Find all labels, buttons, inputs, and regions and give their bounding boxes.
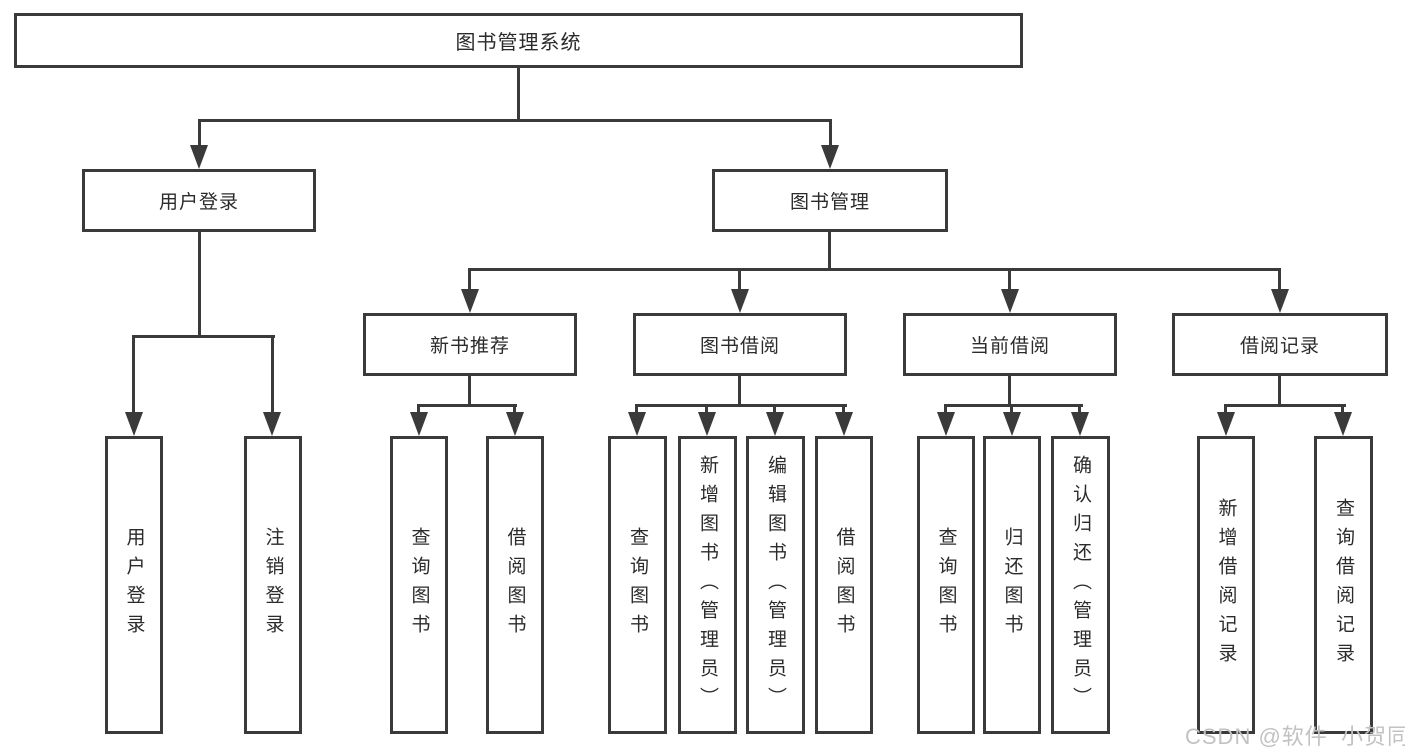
node-current-borrow: 当前借阅	[903, 313, 1117, 376]
node-library-system: 图书管理系统	[14, 13, 1023, 68]
leaf-borrow-books: 借阅图书	[815, 436, 873, 734]
connector-line	[1010, 404, 1013, 416]
connector-line	[1341, 404, 1344, 416]
connector-line	[1278, 268, 1281, 294]
connector-line	[198, 232, 201, 335]
connector-line	[944, 404, 1083, 407]
connector-line	[468, 268, 471, 294]
node-user-login: 用户登录	[82, 169, 316, 232]
leaf-confirm-return-admin: 确认归还（管理员）	[1051, 436, 1110, 734]
connector-line	[198, 119, 201, 147]
arrow-down-icon	[1334, 412, 1352, 436]
connector-line	[738, 376, 741, 404]
connector-line	[271, 335, 274, 415]
connector-line	[842, 404, 845, 416]
connector-line	[1278, 376, 1281, 404]
arrow-down-icon	[190, 145, 208, 169]
connector-line	[132, 335, 135, 415]
connector-line	[1224, 404, 1346, 407]
arrow-down-icon	[937, 412, 955, 436]
leaf-query-books-recommend: 查询图书	[390, 436, 448, 734]
leaf-query-books-current: 查询图书	[917, 436, 975, 734]
connector-line	[705, 404, 708, 416]
connector-line	[738, 268, 741, 294]
node-borrow-records: 借阅记录	[1172, 313, 1388, 376]
arrow-down-icon	[731, 289, 749, 313]
leaf-add-books-admin: 新增图书（管理员）	[678, 436, 737, 734]
connector-line	[829, 119, 832, 147]
arrow-down-icon	[1001, 289, 1019, 313]
leaf-query-books-borrow: 查询图书	[608, 436, 667, 734]
connector-line	[417, 404, 517, 407]
arrow-down-icon	[125, 412, 143, 436]
node-book-borrow: 图书借阅	[633, 313, 847, 376]
connector-line	[198, 119, 832, 122]
connector-line	[513, 404, 516, 416]
connector-line	[773, 404, 776, 416]
arrow-down-icon	[461, 289, 479, 313]
arrow-down-icon	[835, 412, 853, 436]
arrow-down-icon	[766, 412, 784, 436]
leaf-edit-books-admin: 编辑图书（管理员）	[746, 436, 805, 734]
connector-line	[468, 376, 471, 404]
connector-line	[635, 404, 847, 407]
csdn-watermark: CSDN @软件_小贺同学	[1185, 724, 1405, 747]
connector-line	[468, 268, 1281, 271]
connector-line	[1008, 376, 1011, 404]
leaf-add-borrow-record: 新增借阅记录	[1197, 436, 1255, 734]
connector-line	[417, 404, 420, 416]
connector-line	[1078, 404, 1081, 416]
arrow-down-icon	[698, 412, 716, 436]
node-book-management: 图书管理	[712, 169, 948, 232]
connector-line	[132, 335, 275, 338]
arrow-down-icon	[506, 412, 524, 436]
connector-line	[1224, 404, 1227, 416]
leaf-query-borrow-record: 查询借阅记录	[1314, 436, 1373, 734]
leaf-logout: 注销登录	[244, 436, 302, 734]
connector-line	[828, 232, 831, 268]
arrow-down-icon	[1217, 412, 1235, 436]
connector-line	[1008, 268, 1011, 294]
arrow-down-icon	[263, 412, 281, 436]
leaf-borrow-books-recommend: 借阅图书	[486, 436, 544, 734]
leaf-user-login: 用户登录	[105, 436, 163, 734]
connector-line	[517, 66, 520, 119]
arrow-down-icon	[1003, 412, 1021, 436]
leaf-return-books: 归还图书	[983, 436, 1041, 734]
arrow-down-icon	[1071, 412, 1089, 436]
arrow-down-icon	[628, 412, 646, 436]
connector-line	[944, 404, 947, 416]
node-new-book-recommend: 新书推荐	[363, 313, 577, 376]
arrow-down-icon	[1271, 289, 1289, 313]
arrow-down-icon	[821, 145, 839, 169]
connector-line	[635, 404, 638, 416]
arrow-down-icon	[410, 412, 428, 436]
